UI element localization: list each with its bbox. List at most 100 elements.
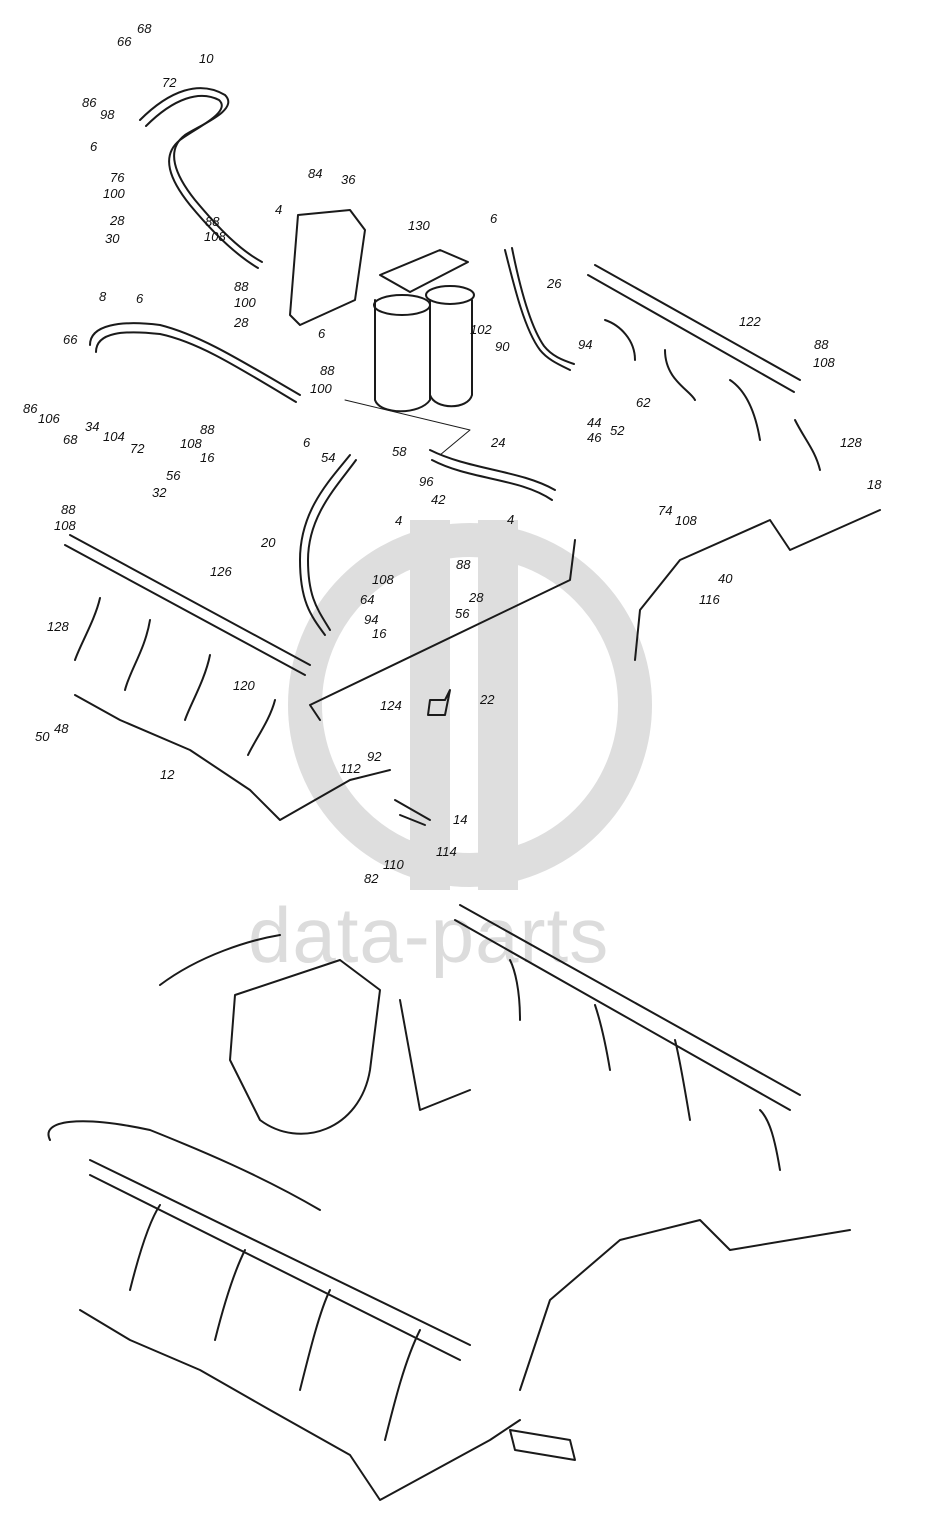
callout-label: 66 (63, 332, 78, 347)
callout-label: 108 (54, 518, 76, 533)
callout-label: 88 (814, 337, 829, 352)
callout-label: 124 (380, 698, 402, 713)
callout-label: 100 (103, 186, 125, 201)
callout-label: 98 (100, 107, 115, 122)
callout-label: 84 (308, 166, 323, 181)
callout-label: 128 (840, 435, 862, 450)
callout-label: 12 (160, 767, 175, 782)
callout-label: 28 (234, 315, 249, 330)
callout-label: 22 (480, 692, 495, 707)
fuel-filter-130 (289, 209, 475, 413)
callout-label: 92 (367, 749, 382, 764)
callout-label: 4 (507, 512, 515, 527)
callout-label: 16 (200, 450, 215, 465)
callout-label: 44 (587, 415, 602, 430)
callout-label: 48 (54, 721, 69, 736)
callout-label: 100 (234, 295, 256, 310)
assembly-rail-right (459, 904, 801, 1096)
callout-label: 18 (867, 477, 882, 492)
callout-label: 28 (469, 590, 484, 605)
callout-label: 88 (61, 502, 76, 517)
bracket-22 (427, 689, 451, 716)
watermark-text: data-parts (248, 891, 610, 979)
pipe-26 (504, 249, 571, 371)
callout-label: 26 (547, 276, 562, 291)
assembly-tee (509, 1429, 576, 1461)
callout-label: 108 (204, 229, 226, 244)
callout-label: 28 (110, 213, 125, 228)
callout-label: 76 (110, 170, 125, 185)
callout-label: 6 (90, 139, 98, 154)
callout-label: 40 (718, 571, 733, 586)
callout-label: 6 (490, 211, 498, 226)
hose-8 (89, 322, 301, 396)
rail-120 (64, 544, 306, 676)
callout-label: 88 (205, 214, 220, 229)
callout-label: 106 (38, 411, 60, 426)
assembly-pipe-12 (79, 1309, 521, 1501)
callout-label: 36 (341, 172, 356, 187)
callout-label: 102 (470, 322, 492, 337)
callout-label: 108 (813, 355, 835, 370)
hose-24 (429, 449, 556, 491)
callout-label: 50 (35, 729, 50, 744)
assembly-pipe-18 (519, 1219, 851, 1391)
callout-label: 4 (395, 513, 403, 528)
assembly-rail-left (89, 1159, 471, 1346)
hose-10 (139, 87, 263, 263)
pipe-18 (634, 509, 881, 661)
callout-label: 14 (453, 812, 468, 827)
callout-label: 122 (739, 314, 761, 329)
callout-label: 88 (200, 422, 215, 437)
rail-122 (594, 264, 801, 381)
tee-14 (394, 799, 431, 826)
callout-label: 32 (152, 485, 167, 500)
assembly-filter (229, 959, 381, 1135)
callout-label: 56 (166, 468, 181, 483)
callout-label: 64 (360, 592, 375, 607)
callout-label: 46 (587, 430, 602, 445)
callout-label: 56 (455, 606, 470, 621)
callout-label: 108 (180, 436, 202, 451)
callout-label: 112 (340, 761, 361, 776)
callout-label: 88 (320, 363, 335, 378)
callout-label: 58 (392, 444, 407, 459)
callout-label: 114 (436, 844, 457, 859)
callout-label: 74 (658, 503, 673, 518)
callout-label: 130 (408, 218, 430, 233)
callout-label: 4 (275, 202, 283, 217)
callout-label: 16 (372, 626, 387, 641)
callout-label: 108 (675, 513, 697, 528)
callout-label: 68 (137, 21, 152, 36)
callout-label: 82 (364, 871, 379, 886)
callout-label: 10 (199, 51, 214, 66)
callout-label: 96 (419, 474, 434, 489)
callout-label: 110 (383, 857, 404, 872)
pipe-12 (74, 694, 391, 821)
callout-label: 6 (136, 291, 144, 306)
callout-label: 116 (699, 592, 720, 607)
callout-label: 86 (23, 401, 38, 416)
callout-label: 52 (610, 423, 625, 438)
callout-label: 62 (636, 395, 651, 410)
callout-label: 126 (210, 564, 232, 579)
callout-label: 34 (85, 419, 100, 434)
callout-label: 72 (162, 75, 177, 90)
callout-label: 104 (103, 429, 125, 444)
callout-label: 8 (99, 289, 107, 304)
callout-label: 24 (491, 435, 506, 450)
callout-label: 90 (495, 339, 510, 354)
callout-label: 94 (364, 612, 379, 627)
callout-label: 54 (321, 450, 336, 465)
callout-label: 94 (578, 337, 593, 352)
callout-label: 72 (130, 441, 145, 456)
callout-label: 128 (47, 619, 69, 634)
callout-label: 88 (456, 557, 471, 572)
callout-label: 66 (117, 34, 132, 49)
callout-label: 100 (310, 381, 332, 396)
callout-label: 88 (234, 279, 249, 294)
callout-label: 86 (82, 95, 97, 110)
